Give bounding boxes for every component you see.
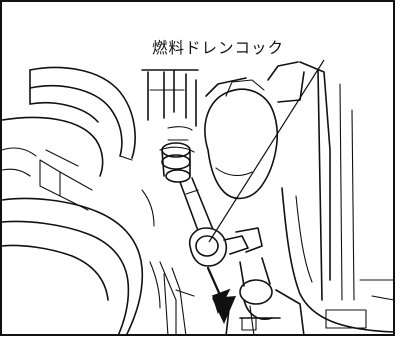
fittings bbox=[161, 139, 191, 183]
upper-pipes bbox=[141, 69, 251, 153]
callout-leader-line bbox=[208, 59, 325, 243]
bulb-component bbox=[204, 61, 305, 200]
drain-cock bbox=[188, 227, 273, 320]
fuel-line bbox=[179, 177, 215, 237]
callout-label: 燃料ドレンコック bbox=[152, 39, 285, 57]
left-housing bbox=[1, 66, 177, 337]
right-frame bbox=[281, 61, 395, 333]
drain-arrow-icon bbox=[206, 266, 236, 324]
